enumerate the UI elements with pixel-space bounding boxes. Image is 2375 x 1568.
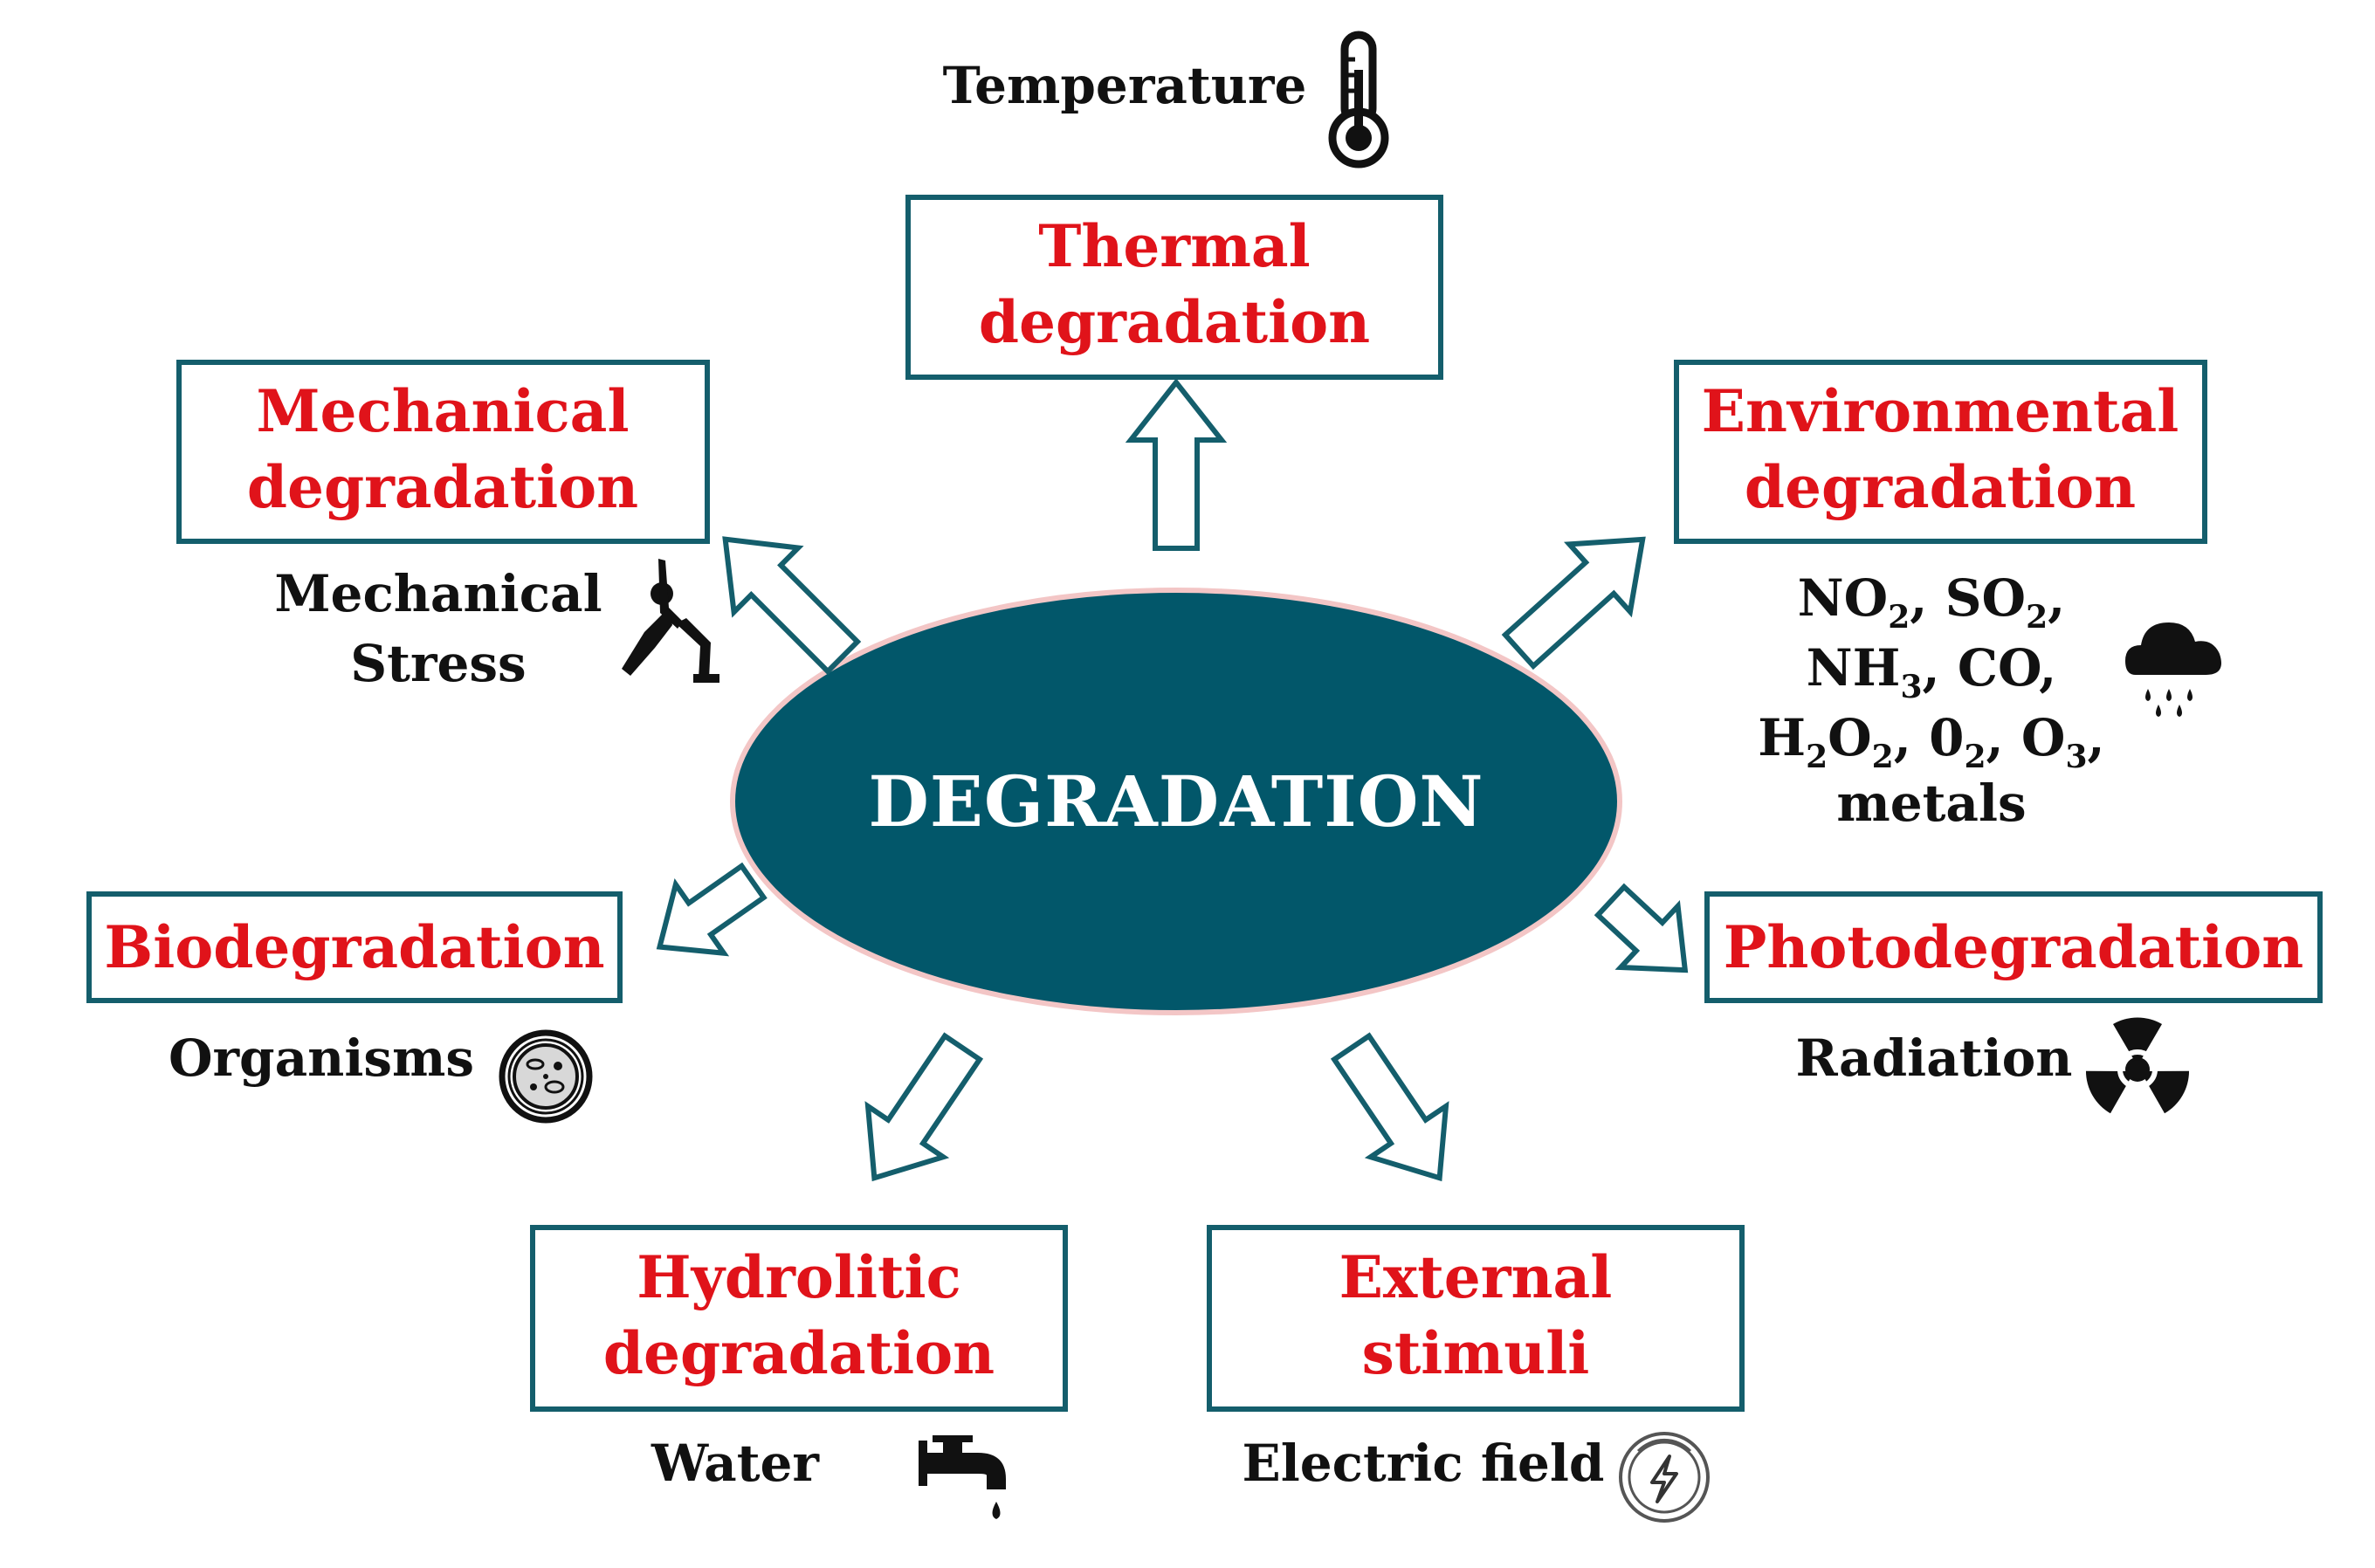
cause-environmental-line4: metals	[1836, 774, 2026, 833]
box-hydrolitic-line1: Hydrolitic	[637, 1243, 961, 1311]
yoga-pose-icon	[622, 559, 719, 683]
center-label: DEGRADATION	[868, 760, 1484, 842]
rain-cloud-icon	[2125, 622, 2221, 717]
cause-mechanical-line1: Mechanical	[274, 564, 602, 623]
thermometer-icon	[1328, 31, 1389, 168]
box-photodegradation: Photodegradation	[1704, 891, 2323, 1003]
arrow-thermal	[1125, 378, 1228, 551]
box-environmental-line1: Environmental	[1702, 377, 2179, 445]
arrow-environmental	[1501, 536, 1646, 671]
box-mechanical-line2: degradation	[247, 453, 638, 521]
box-thermal-line1: Thermal	[1038, 212, 1311, 280]
arrow-mechanical	[722, 536, 862, 676]
radiation-icon	[2085, 1017, 2190, 1114]
box-environmental-line2: degradation	[1745, 453, 2136, 521]
cause-radiation: Radiation	[1796, 1028, 2073, 1088]
electric-field-icon	[1619, 1432, 1710, 1523]
box-mechanical-line1: Mechanical	[256, 377, 629, 445]
cause-environmental-line2: NH3, CO,	[1807, 638, 2057, 705]
box-external: External stimuli	[1207, 1225, 1745, 1412]
box-external-line2: stimuli	[1362, 1319, 1590, 1387]
cause-mechanical-line2: Stress	[350, 634, 526, 693]
cause-temperature: Temperature	[943, 56, 1307, 115]
cause-water: Water	[651, 1434, 820, 1493]
arrow-biodegradation	[656, 862, 768, 957]
cause-environmental-line1: NO2, SO2,	[1798, 568, 2066, 636]
petri-dish-icon	[499, 1029, 593, 1124]
center-ellipse	[730, 588, 1622, 1015]
box-photodegradation-line1: Photodegradation	[1724, 913, 2303, 981]
cause-environmental-line3: H2O2, 02, O3,	[1758, 708, 2104, 775]
box-environmental: Environmental degradation	[1674, 360, 2207, 544]
box-hydrolitic-line2: degradation	[603, 1319, 995, 1387]
cause-organisms: Organisms	[169, 1028, 474, 1088]
arrow-photodegradation	[1594, 883, 1689, 973]
box-biodegradation: Biodegradation	[86, 891, 623, 1003]
arrow-hydrolitic	[864, 1032, 984, 1182]
box-mechanical: Mechanical degradation	[176, 360, 710, 544]
box-thermal: Thermal degradation	[905, 195, 1443, 380]
box-hydrolitic: Hydrolitic degradation	[530, 1225, 1068, 1412]
box-thermal-line2: degradation	[979, 288, 1370, 356]
water-tap-icon	[919, 1435, 1006, 1519]
cause-electric-field: Electric field	[1242, 1434, 1604, 1493]
arrow-external	[1330, 1032, 1449, 1182]
box-external-line1: External	[1339, 1243, 1613, 1311]
box-biodegradation-line1: Biodegradation	[104, 913, 604, 981]
